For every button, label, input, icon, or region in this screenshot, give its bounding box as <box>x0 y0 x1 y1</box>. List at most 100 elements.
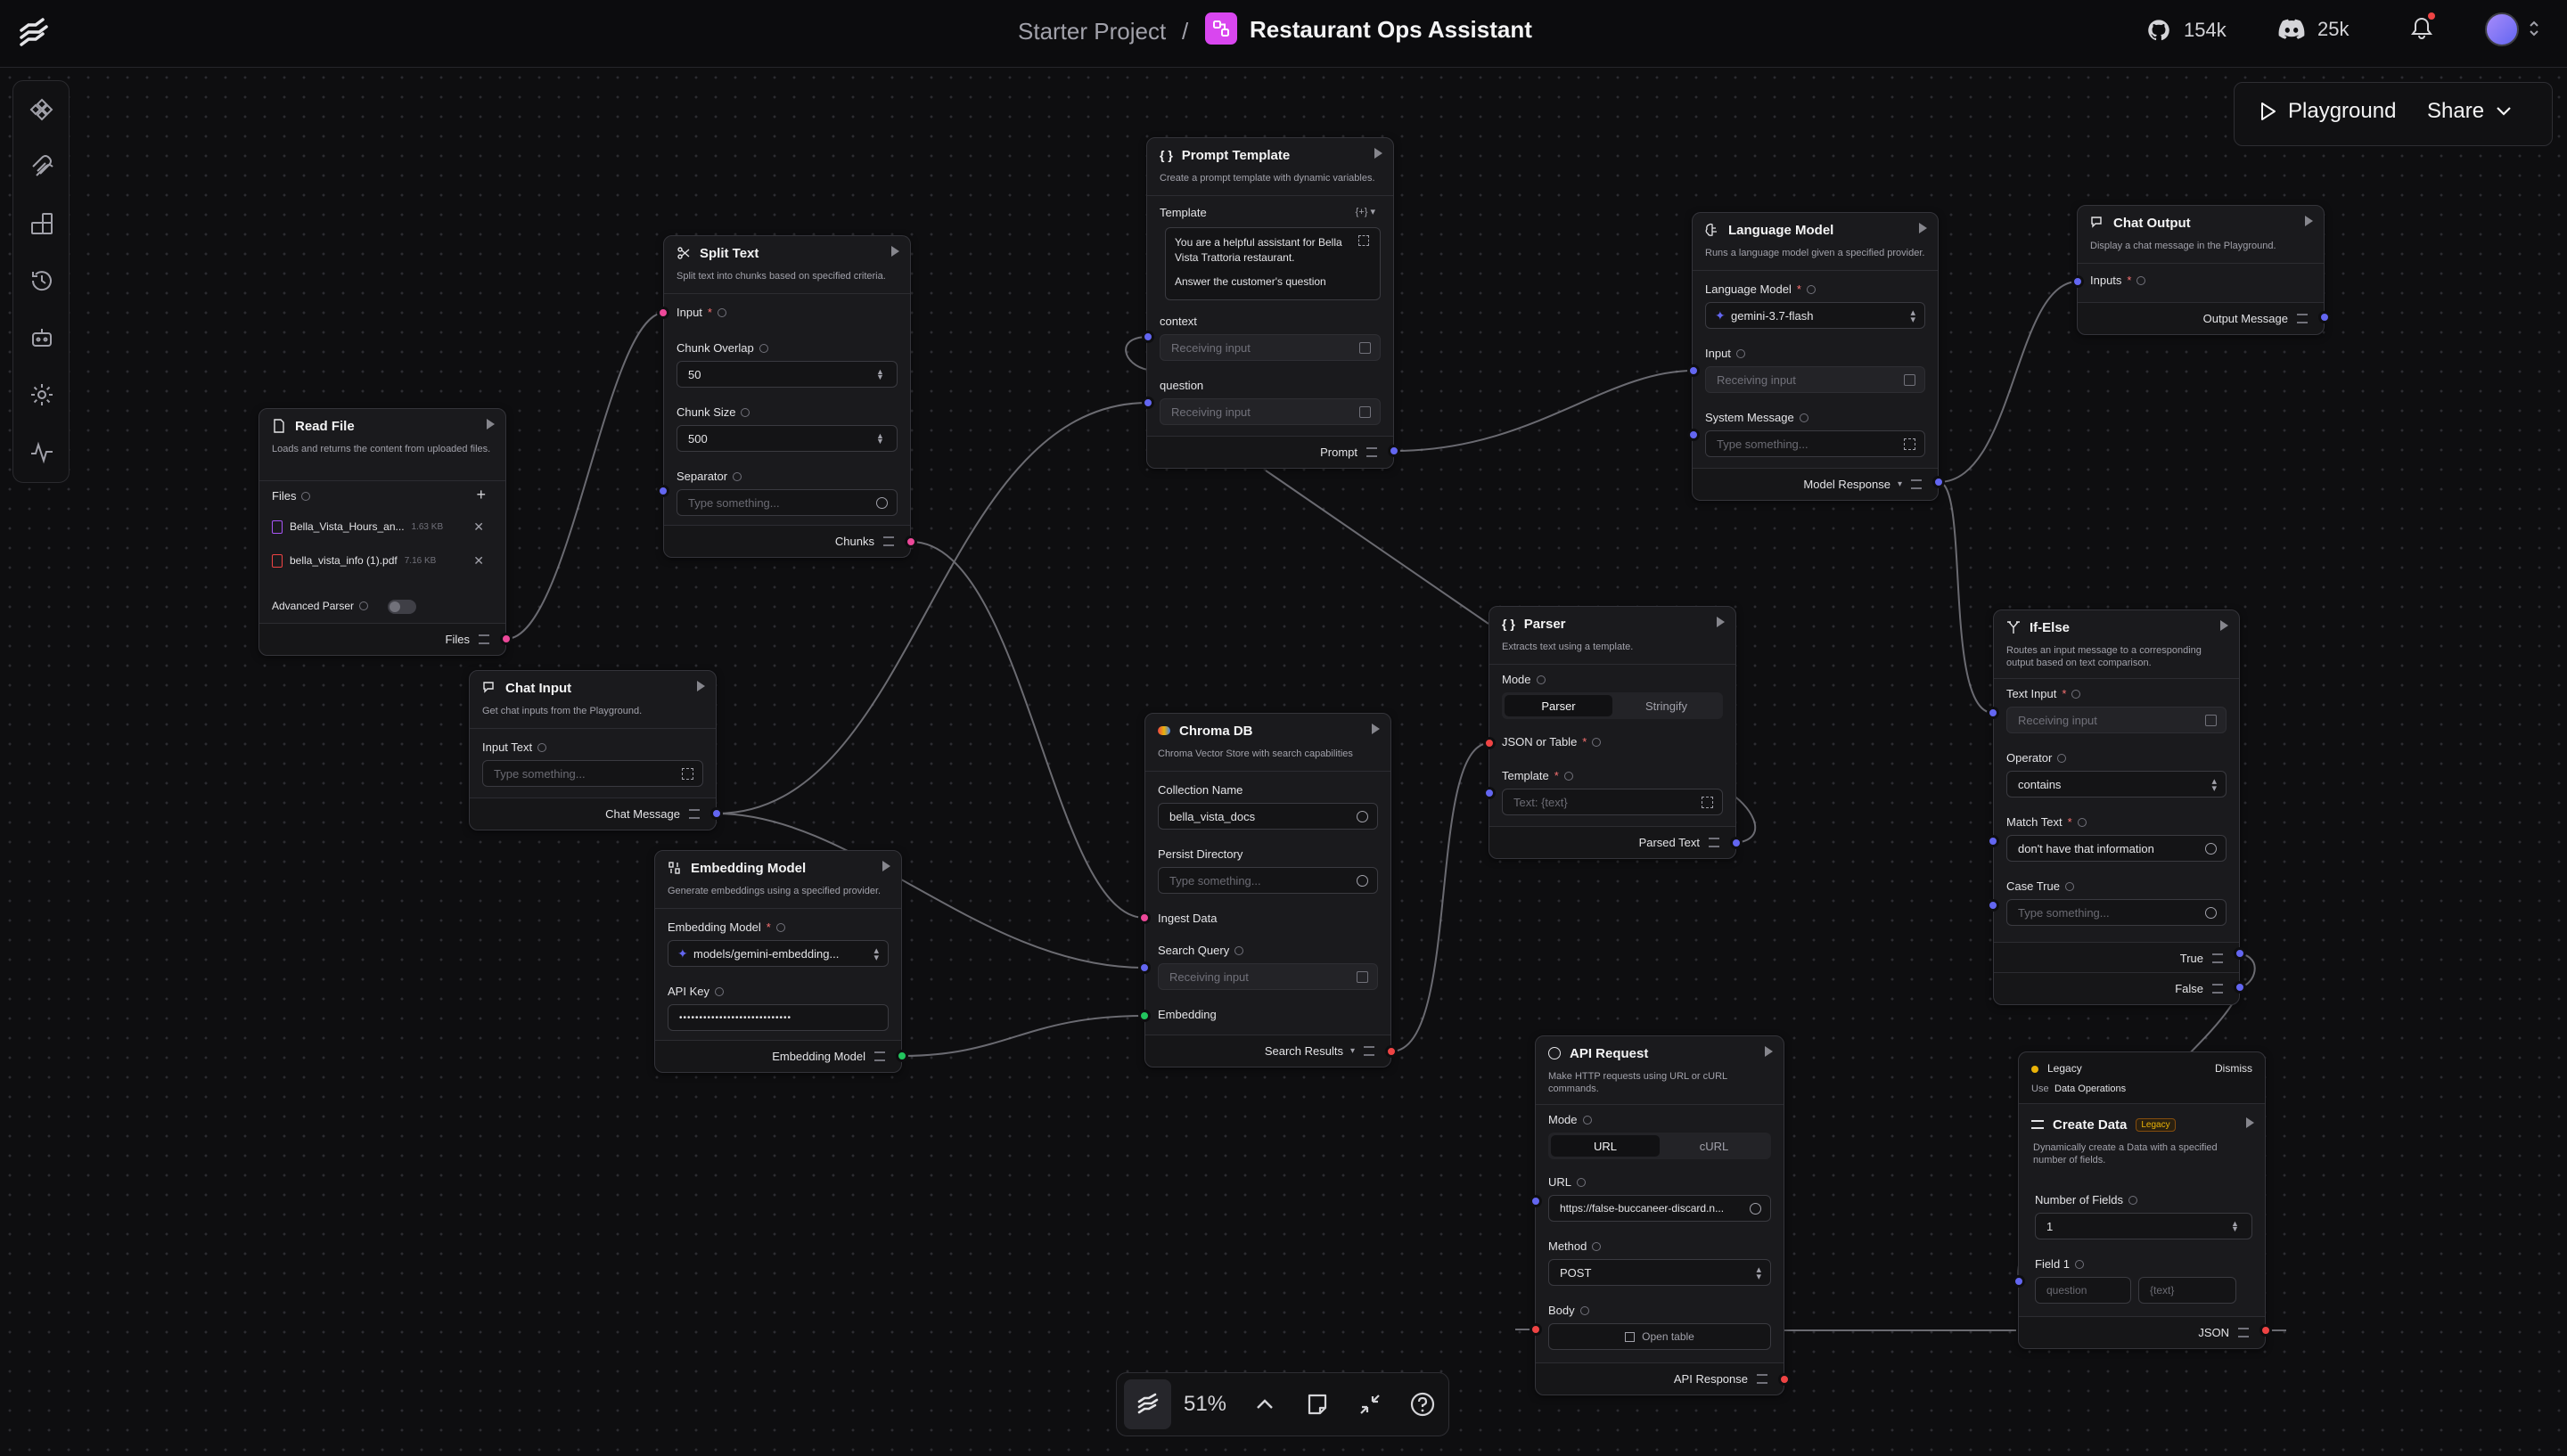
run-icon[interactable] <box>891 246 899 257</box>
run-icon[interactable] <box>2246 1117 2254 1128</box>
canvas-lock-icon[interactable] <box>1124 1379 1172 1429</box>
run-icon[interactable] <box>2305 216 2313 226</box>
mode-stringify[interactable]: Stringify <box>1645 699 1687 713</box>
run-icon[interactable] <box>1372 724 1380 734</box>
mode-curl[interactable]: cURL <box>1699 1139 1729 1153</box>
handle-system-message-in[interactable] <box>1687 429 1700 441</box>
handle-body-in[interactable] <box>1530 1323 1542 1336</box>
handle-case-true-in[interactable] <box>1987 899 1999 912</box>
embedding-model-select[interactable]: ✦models/gemini-embedding...▴▾ <box>668 940 889 967</box>
collection-input[interactable]: bella_vista_docs <box>1158 803 1378 830</box>
bot-icon[interactable] <box>29 325 54 350</box>
handle-true-out[interactable] <box>2234 947 2246 960</box>
match-text-input[interactable]: don't have that information <box>2006 835 2227 862</box>
node-create-data[interactable]: Legacy Dismiss Use Data Operations Creat… <box>2018 1051 2266 1349</box>
playground-button[interactable]: Playground <box>2258 99 2396 124</box>
globe-icon[interactable] <box>2205 843 2217 855</box>
handle-search-query-in[interactable] <box>1138 961 1151 974</box>
node-chat-output[interactable]: Chat Output Display a chat message in th… <box>2077 205 2325 335</box>
handle-embedding-in[interactable] <box>1138 1010 1151 1022</box>
case-true-input[interactable]: Type something... <box>2006 899 2227 926</box>
dismiss-button[interactable]: Dismiss <box>2215 1062 2252 1075</box>
output-list-icon[interactable] <box>1366 447 1377 457</box>
handle-model-response-out[interactable] <box>1932 476 1945 488</box>
mode-parser[interactable]: Parser <box>1505 695 1612 716</box>
user-avatar[interactable] <box>2485 12 2519 46</box>
system-message-input[interactable]: Type something... <box>1705 430 1925 457</box>
run-icon[interactable] <box>1717 617 1725 627</box>
handle-json-in[interactable] <box>1483 737 1496 749</box>
data-operations-link[interactable]: Data Operations <box>2054 1084 2127 1094</box>
handle-input-in[interactable] <box>657 307 669 319</box>
chunk-size-input[interactable]: 500▲▼ <box>677 425 898 452</box>
node-chroma-db[interactable]: Chroma DB Chroma Vector Store with searc… <box>1144 713 1391 1067</box>
node-if-else[interactable]: If-Else Routes an input message to a cor… <box>1993 609 2240 1005</box>
remove-file-icon[interactable]: ✕ <box>473 519 484 534</box>
output-list-icon[interactable] <box>1709 838 1719 847</box>
output-list-icon[interactable] <box>1757 1374 1767 1384</box>
globe-icon[interactable] <box>1750 1203 1761 1215</box>
output-list-icon[interactable] <box>1911 479 1922 489</box>
advanced-parser-toggle[interactable] <box>388 600 416 614</box>
output-list-icon[interactable] <box>883 536 894 546</box>
globe-icon[interactable] <box>1357 875 1368 887</box>
globe-icon[interactable] <box>1357 811 1368 822</box>
output-list-icon[interactable] <box>2297 314 2308 323</box>
components-icon[interactable] <box>29 97 54 122</box>
run-icon[interactable] <box>2220 620 2228 631</box>
template-textarea[interactable]: You are a helpful assistant for Bella Vi… <box>1165 227 1381 300</box>
node-api-request[interactable]: API Request Make HTTP requests using URL… <box>1535 1035 1784 1395</box>
open-table-button[interactable]: Open table <box>1548 1323 1771 1350</box>
num-fields-input[interactable]: 1▲▼ <box>2035 1213 2252 1239</box>
settings-icon[interactable] <box>29 382 54 407</box>
operator-select[interactable]: contains▴▾ <box>2006 771 2227 798</box>
file-item[interactable]: Bella_Vista_Hours_an...1.63 KB✕ <box>272 516 493 537</box>
handle-api-response-out[interactable] <box>1778 1373 1791 1386</box>
stepper-icon[interactable]: ▲▼ <box>2231 1219 2239 1233</box>
help-icon[interactable] <box>1396 1372 1448 1436</box>
node-split-text[interactable]: Split Text Split text into chunks based … <box>663 235 911 558</box>
output-list-icon[interactable] <box>689 809 700 819</box>
handle-question-in[interactable] <box>1142 397 1154 409</box>
trace-icon[interactable] <box>29 439 54 464</box>
node-language-model[interactable]: Language Model Runs a language model giv… <box>1692 212 1939 501</box>
run-icon[interactable] <box>487 419 495 429</box>
handle-separator-in[interactable] <box>657 485 669 497</box>
chevron-down-icon[interactable]: ▾ <box>1897 479 1902 489</box>
handle-match-text-in[interactable] <box>1987 835 1999 847</box>
api-key-input[interactable]: •••••••••••••••••••••••••••• <box>668 1004 889 1031</box>
handle-files-out[interactable] <box>500 633 513 645</box>
handle-url-in[interactable] <box>1530 1195 1542 1207</box>
input-text-field[interactable]: Type something... <box>482 760 703 787</box>
remove-file-icon[interactable]: ✕ <box>473 552 484 568</box>
handle-chunks-out[interactable] <box>905 536 917 548</box>
persist-input[interactable]: Type something... <box>1158 867 1378 894</box>
bell-icon[interactable] <box>2410 16 2433 41</box>
expand-icon[interactable] <box>1358 235 1369 246</box>
handle-inputs-in[interactable] <box>2071 275 2084 288</box>
handle-prompt-out[interactable] <box>1388 445 1400 457</box>
handle-model-input-in[interactable] <box>1687 364 1700 377</box>
mode-toggle[interactable]: URL cURL <box>1548 1133 1771 1159</box>
zoom-level[interactable]: 51% <box>1183 1392 1227 1416</box>
handle-parsed-text-out[interactable] <box>1730 837 1743 849</box>
stepper-icon[interactable]: ▲▼ <box>876 431 884 446</box>
breadcrumb-project[interactable]: Starter Project <box>1018 18 1167 45</box>
run-icon[interactable] <box>1919 223 1927 233</box>
handle-json-out[interactable] <box>2259 1324 2272 1337</box>
run-icon[interactable] <box>1374 148 1382 159</box>
mode-url[interactable]: URL <box>1551 1135 1660 1157</box>
handle-false-out[interactable] <box>2234 981 2246 994</box>
langflow-logo[interactable] <box>16 16 52 52</box>
mcp-icon[interactable] <box>29 154 54 179</box>
share-button[interactable]: Share <box>2427 99 2513 124</box>
node-parser[interactable]: { }Parser Extracts text using a template… <box>1489 606 1736 859</box>
node-chat-input[interactable]: Chat Input Get chat inputs from the Play… <box>469 670 717 830</box>
field1-key-input[interactable]: question <box>2035 1277 2131 1304</box>
node-embedding-model[interactable]: Embedding Model Generate embeddings usin… <box>654 850 902 1073</box>
variable-toggle-icon[interactable]: {+} ▾ <box>1355 207 1375 217</box>
flow-title[interactable]: Restaurant Ops Assistant <box>1250 16 1532 43</box>
handle-embedding-out[interactable] <box>896 1050 908 1062</box>
chevron-down-icon[interactable]: ▾ <box>1349 1046 1355 1056</box>
chevron-updown-icon[interactable] <box>2528 20 2540 37</box>
